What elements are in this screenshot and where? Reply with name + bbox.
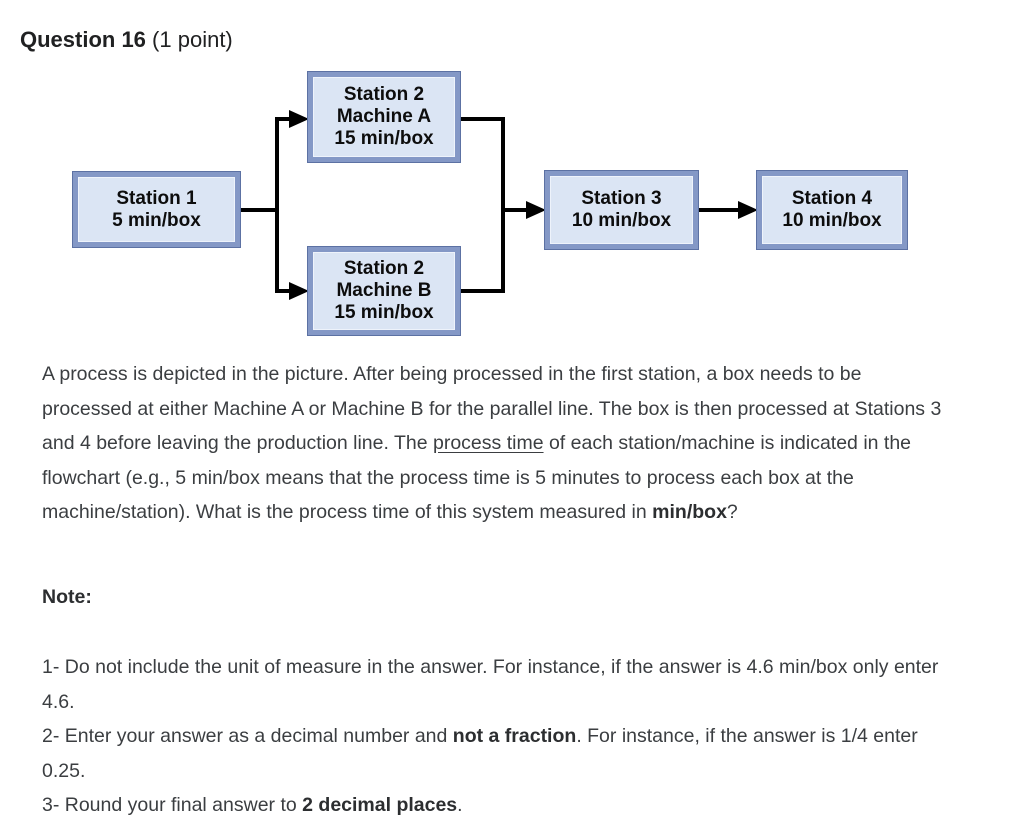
box-label: Station 4 <box>791 188 873 209</box>
box-label: 15 min/box <box>334 128 434 149</box>
arrowhead-into-station-4 <box>738 201 758 219</box>
flowchart-box-station4: Station 4 10 min/box <box>757 171 907 249</box>
flowchart-box-station2-machine-b: Station 2 Machine B 15 min/box <box>308 247 460 335</box>
flowchart-box-station2-machine-a: Station 2 Machine A 15 min/box <box>308 72 460 162</box>
box-label: 15 min/box <box>334 302 434 323</box>
arrowhead-into-station-3 <box>526 201 546 219</box>
box-label: 5 min/box <box>112 209 201 231</box>
box-label: 10 min/box <box>571 210 672 231</box>
box-label: Machine A <box>336 106 432 127</box>
note-item-1: 1- Do not include the unit of measure in… <box>42 656 939 713</box>
note-item-3: 3- Round your final answer to 2 decimal … <box>42 794 463 817</box>
note-label: Note: <box>42 586 92 608</box>
question-points: (1 point) <box>152 27 233 52</box>
note-item-2: 2- Enter your answer as a decimal number… <box>42 725 918 782</box>
box-label: Station 2 <box>343 258 425 279</box>
arrowhead-into-machine-b <box>289 282 309 300</box>
box-label: Machine B <box>336 280 432 301</box>
note-items: 1- Do not include the unit of measure in… <box>42 650 944 823</box>
question-header: Question 16 (1 point) <box>20 26 233 54</box>
box-label: Station 2 <box>343 84 425 105</box>
box-label: Station 3 <box>581 188 662 209</box>
question-title: Question 16 <box>20 27 146 52</box>
box-label: 10 min/box <box>782 210 882 231</box>
arrowhead-into-machine-a <box>289 110 309 128</box>
flowchart-box-station3: Station 3 10 min/box <box>545 171 698 249</box>
flowchart-box-station1: Station 1 5 min/box <box>73 172 240 247</box>
box-label: Station 1 <box>116 187 197 209</box>
question-text: A process is depicted in the picture. Af… <box>42 363 942 524</box>
